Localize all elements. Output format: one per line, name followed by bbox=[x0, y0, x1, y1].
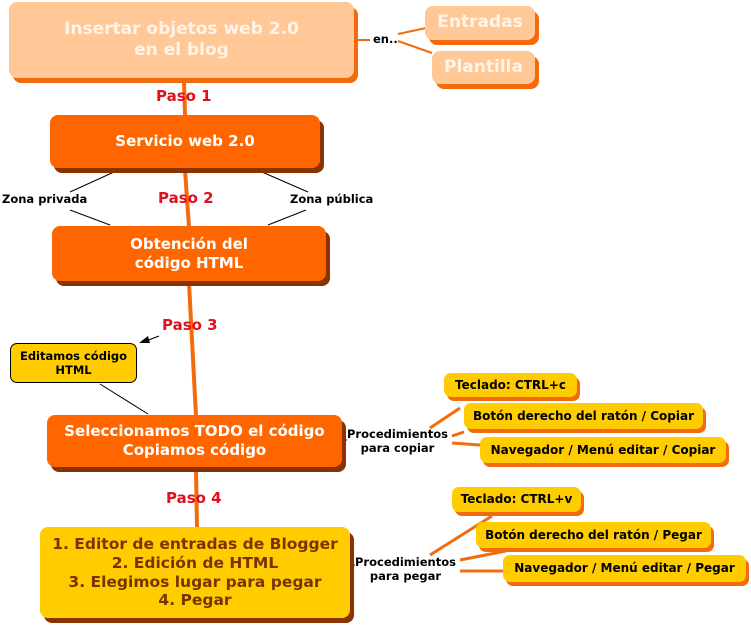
service-node[interactable]: Servicio web 2.0 bbox=[50, 115, 320, 168]
final-steps-node[interactable]: 1. Editor de entradas de Blogger 2. Edic… bbox=[40, 527, 350, 618]
target-entradas[interactable]: Entradas bbox=[425, 6, 535, 40]
step-label-2: Paso 2 bbox=[158, 189, 214, 207]
connector-en-entradas bbox=[397, 27, 427, 35]
connector-copy-teclado bbox=[429, 406, 461, 430]
paste-procedures-label: Procedimientos para pegar bbox=[355, 555, 456, 583]
root-node[interactable]: Insertar objetos web 2.0 en el blog bbox=[9, 2, 354, 78]
connector-zone-private-top bbox=[69, 171, 115, 193]
connector-zone-private-bottom bbox=[69, 209, 111, 226]
connector-zone-public-top bbox=[261, 171, 309, 193]
connector-zone-public-bottom bbox=[267, 209, 307, 226]
copy-option-keyboard[interactable]: Teclado: CTRL+c bbox=[444, 373, 577, 397]
step-label-3: Paso 3 bbox=[162, 316, 218, 334]
copy-procedures-label: Procedimientos para copiar bbox=[347, 427, 448, 455]
zone-public-label: Zona pública bbox=[290, 192, 374, 206]
connector-copy-boton bbox=[451, 430, 465, 438]
step-label-1: Paso 1 bbox=[156, 87, 212, 105]
connector-en-plantilla bbox=[397, 40, 433, 54]
edit-code-note[interactable]: Editamos código HTML bbox=[10, 343, 137, 383]
root-connector-label: en.. bbox=[373, 32, 398, 46]
obtain-code-node[interactable]: Obtención del código HTML bbox=[52, 226, 326, 281]
copy-option-browser-menu[interactable]: Navegador / Menú editar / Copiar bbox=[480, 437, 726, 463]
connector-service-obtain bbox=[183, 169, 191, 228]
step-label-4: Paso 4 bbox=[166, 489, 222, 507]
paste-option-right-click[interactable]: Botón derecho del ratón / Pegar bbox=[476, 522, 711, 548]
paste-option-browser-menu[interactable]: Navegador / Menú editar / Pegar bbox=[503, 555, 746, 582]
zone-private-label: Zona privada bbox=[2, 192, 88, 206]
copy-option-right-click[interactable]: Botón derecho del ratón / Copiar bbox=[464, 403, 703, 429]
connector-paste-boton bbox=[459, 549, 507, 562]
select-copy-node[interactable]: Seleccionamos TODO el código Copiamos có… bbox=[47, 415, 342, 467]
target-plantilla[interactable]: Plantilla bbox=[432, 51, 535, 84]
connector-obtain-select bbox=[187, 282, 198, 417]
paste-option-keyboard[interactable]: Teclado: CTRL+v bbox=[452, 487, 581, 512]
arrowhead-icon bbox=[139, 336, 150, 343]
connector-note-select bbox=[99, 383, 149, 415]
connector-select-final bbox=[194, 469, 199, 529]
connector-root-service bbox=[182, 79, 187, 117]
connector-copy-navegador bbox=[451, 441, 481, 447]
